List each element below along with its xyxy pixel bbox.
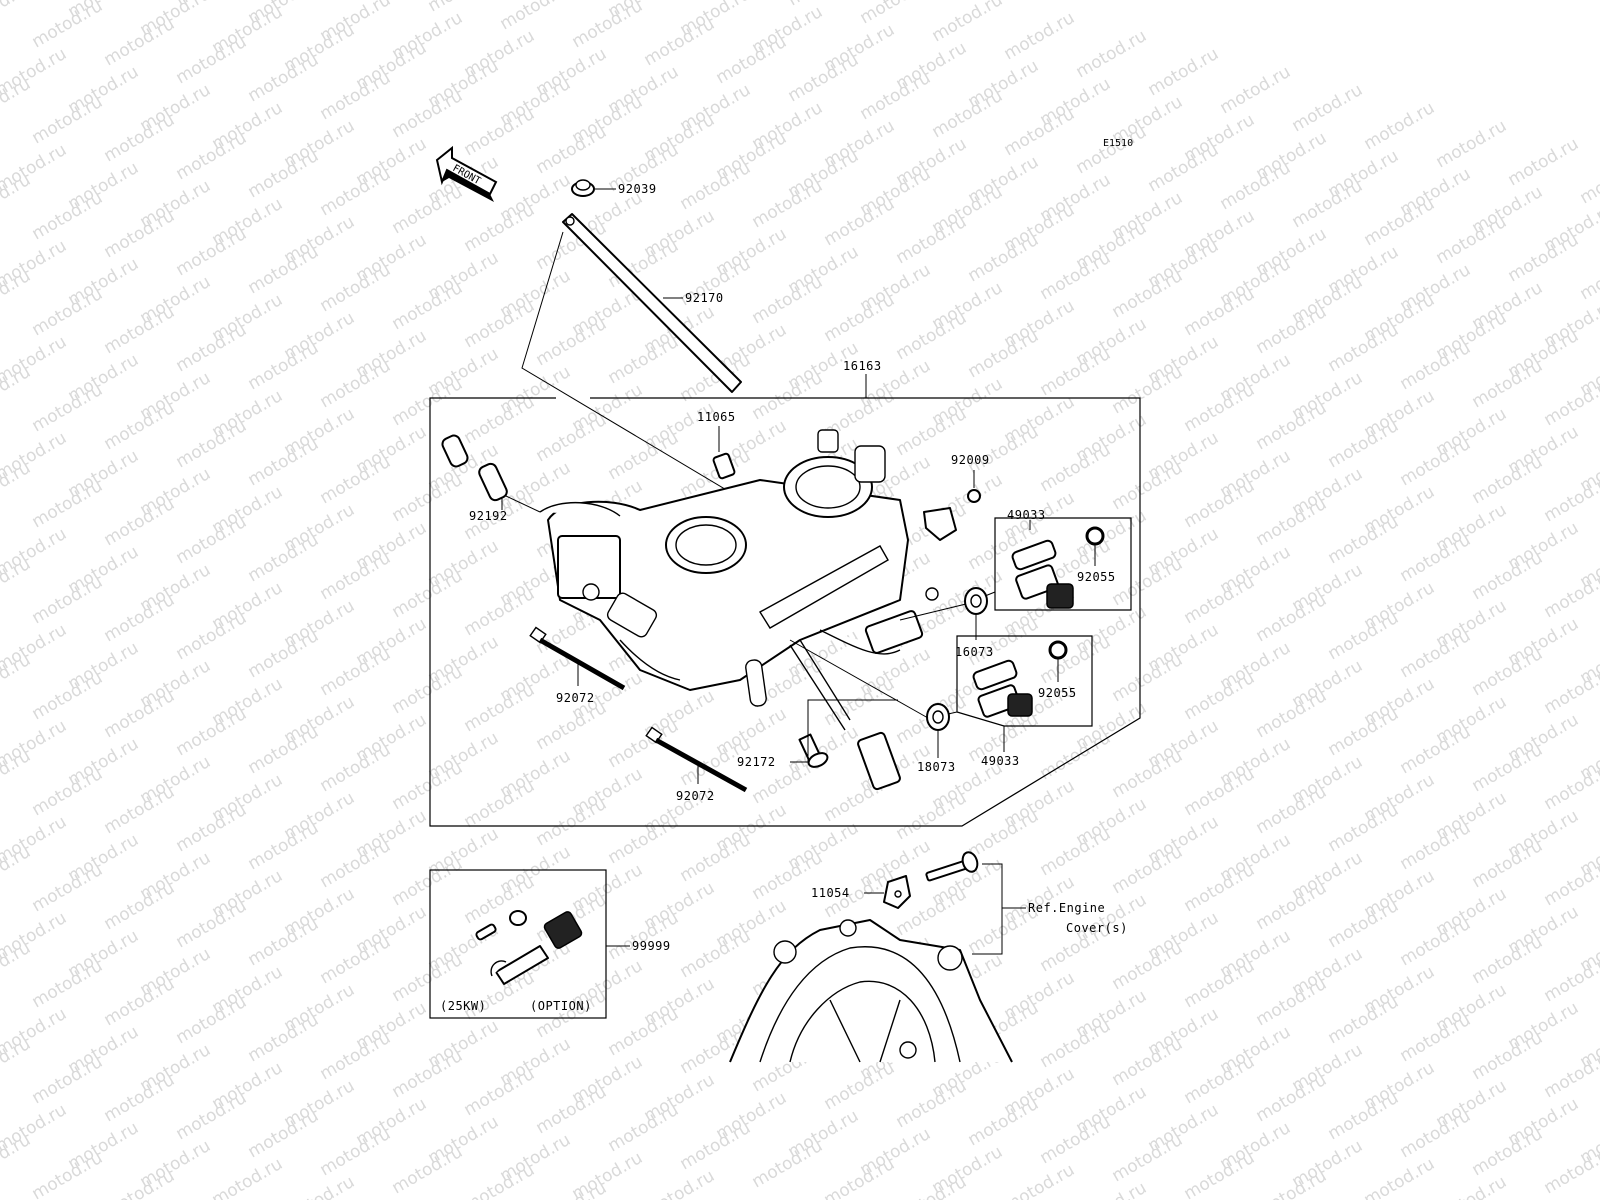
injector-49033-top [1011, 539, 1074, 609]
part-number-92192: 92192 [469, 509, 508, 523]
ref-note-line2: Cover(s) [1066, 921, 1128, 935]
front-arrow-icon: FRONT [435, 145, 498, 202]
injector-49033-bottom [972, 659, 1033, 718]
bolt [925, 851, 979, 882]
part-number-92170: 92170 [685, 291, 724, 305]
option-note-25kw: (25KW) [440, 999, 486, 1013]
part-number-99999: 99999 [632, 939, 671, 953]
part-number-92039: 92039 [618, 182, 657, 196]
injector-group-frame-bottom [956, 635, 1093, 727]
cable-tie-92072-bottom [645, 726, 748, 793]
ref-note-line1: Ref.Engine [1028, 901, 1105, 915]
part-number-49033-bottom: 49033 [981, 754, 1020, 768]
o-ring-92055-top [1085, 526, 1105, 546]
strap-92170 [562, 213, 742, 393]
throttle-body-assembly [539, 429, 939, 791]
part-number-18073: 18073 [917, 760, 956, 774]
screw-92172 [798, 733, 829, 768]
part-number-11054: 11054 [811, 886, 850, 900]
option-kit-frame [429, 869, 607, 1019]
hose-92192 [441, 434, 541, 513]
part-number-16163: 16163 [843, 359, 882, 373]
cap-11065 [712, 452, 736, 480]
screw-92009 [967, 489, 981, 503]
diagram-code: E1510 [1103, 138, 1133, 149]
bracket-clip [923, 507, 957, 541]
part-number-92009: 92009 [951, 453, 990, 467]
option-kit-parts [475, 910, 583, 985]
part-number-92055-top: 92055 [1077, 570, 1116, 584]
assembly-frame-16163 [429, 397, 1141, 827]
cable-tie-92072-left [529, 626, 626, 691]
grommet-92039 [571, 179, 595, 197]
cushion-16073 [964, 587, 988, 615]
engine-cover [729, 919, 1013, 1063]
o-ring-92055-bottom [1048, 640, 1068, 660]
part-number-16073: 16073 [955, 645, 994, 659]
bracket-11054 [883, 875, 911, 909]
option-note-option: (OPTION) [530, 999, 592, 1013]
part-number-92172: 92172 [737, 755, 776, 769]
part-number-11065: 11065 [697, 410, 736, 424]
part-number-92055-bottom: 92055 [1038, 686, 1077, 700]
part-number-49033-top: 49033 [1007, 508, 1046, 522]
injector-group-frame-top [994, 517, 1132, 611]
part-number-92072-bottom: 92072 [676, 789, 715, 803]
part-number-92072-left: 92072 [556, 691, 595, 705]
cushion-18073 [926, 703, 950, 731]
